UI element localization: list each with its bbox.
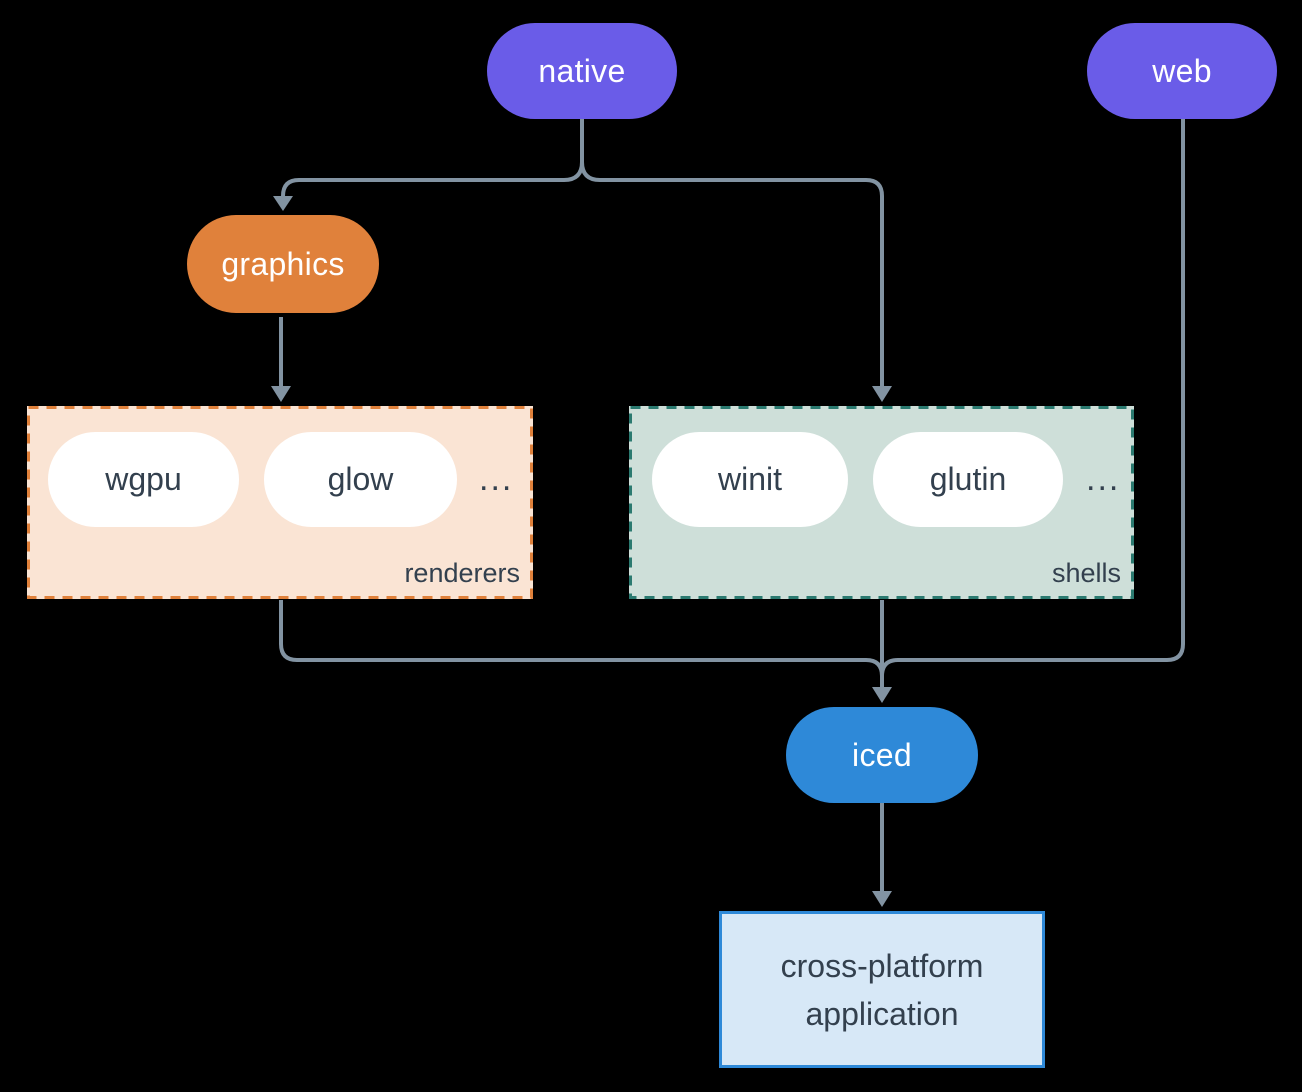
node-web: web — [1087, 23, 1277, 119]
node-winit: winit — [652, 432, 848, 527]
edge-native-graphics — [281, 119, 584, 197]
shells-ellipsis: ... — [1086, 460, 1121, 498]
node-graphics: graphics — [187, 215, 379, 313]
app-label-line-1: cross-platform — [780, 947, 984, 984]
arrowhead-renderers — [271, 386, 291, 402]
edge-native-shells — [580, 161, 884, 386]
arrowhead-shells — [872, 386, 892, 402]
node-native: native — [487, 23, 677, 119]
arrowhead-graphics — [273, 196, 293, 211]
group-renderers: wgpu glow ... renderers — [27, 406, 533, 599]
renderers-group-label: renderers — [404, 558, 520, 588]
app-label-line-2: application — [805, 995, 959, 1032]
node-glow: glow — [264, 432, 457, 527]
node-glutin: glutin — [873, 432, 1063, 527]
node-wgpu: wgpu — [48, 432, 239, 527]
arrowhead-iced — [872, 687, 892, 703]
group-shells: winit glutin ... shells — [629, 406, 1134, 599]
edge-renderers-iced — [279, 600, 884, 677]
shells-group-label: shells — [1051, 558, 1121, 588]
renderers-ellipsis: ... — [479, 460, 514, 498]
node-cross-platform-application: cross-platform application — [719, 911, 1045, 1068]
arrowhead-app — [872, 891, 892, 907]
node-iced: iced — [786, 707, 978, 803]
